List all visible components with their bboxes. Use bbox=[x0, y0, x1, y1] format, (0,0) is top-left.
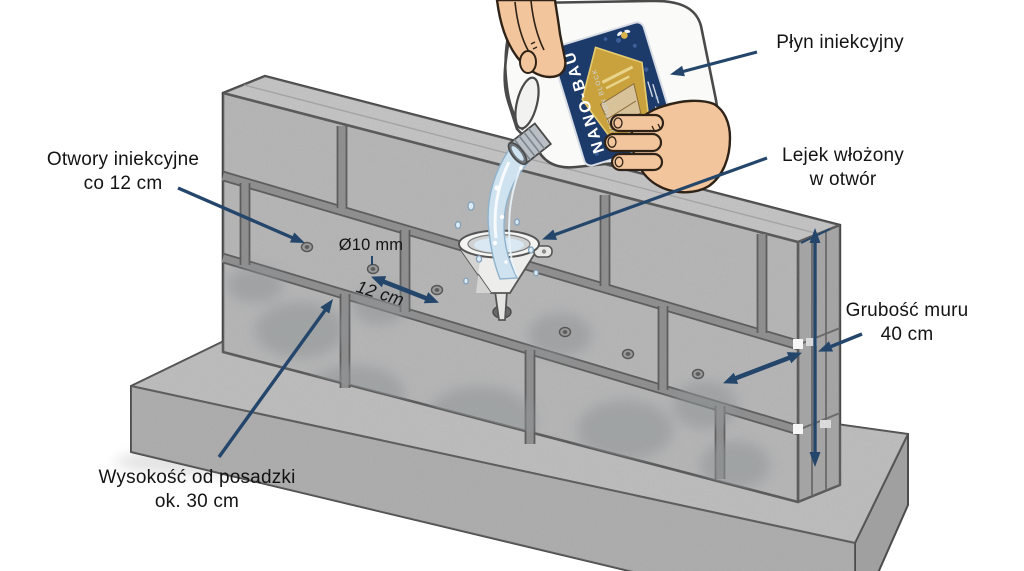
finger bbox=[610, 152, 664, 172]
stream-highlight bbox=[493, 161, 511, 239]
label-hole-diameter: Ø10 mm bbox=[331, 235, 411, 256]
arrow-grubosc bbox=[818, 332, 863, 352]
canister-spout bbox=[507, 122, 553, 166]
label-grubosc: Grubość muru 40 cm bbox=[828, 299, 986, 347]
label-grubosc-line1: Grubość muru bbox=[845, 300, 969, 321]
wall-height-dimension-line bbox=[800, 228, 831, 467]
label-wysokosc-line1: Wysokość od posadzki bbox=[98, 467, 296, 488]
finger-line bbox=[514, 1, 530, 53]
injection-hole bbox=[430, 284, 444, 296]
injection-hole bbox=[366, 263, 380, 275]
emblem-text-bar bbox=[601, 65, 634, 84]
finger bbox=[609, 113, 665, 133]
supporting-hand-bottom bbox=[603, 99, 732, 194]
label-wysokosc: Wysokość od posadzki ok. 30 cm bbox=[86, 466, 308, 514]
injection-hole bbox=[300, 241, 314, 253]
front-edge-notch bbox=[793, 424, 803, 434]
label-otwory: Otwory iniekcyjne co 12 cm bbox=[28, 148, 218, 196]
funnel-cone-shade bbox=[461, 250, 491, 293]
label-diameter-text: Ø10 mm bbox=[338, 236, 404, 254]
funnel-tab-hole bbox=[541, 249, 547, 254]
injection-hole bbox=[691, 368, 705, 380]
label-bee-logo bbox=[617, 29, 631, 39]
label-plyn-iniekcyjny: Płyn iniekcyjny bbox=[760, 31, 920, 55]
label-lejek: Lejek włożony w otwór bbox=[764, 144, 922, 192]
arrow-wysokosc bbox=[217, 299, 333, 458]
fingernail bbox=[607, 136, 617, 148]
finger bbox=[603, 132, 663, 153]
annotations bbox=[177, 50, 863, 467]
hand-shape bbox=[495, 0, 567, 79]
stream-highlight bbox=[508, 159, 525, 276]
fingernail bbox=[614, 156, 624, 168]
fingernail bbox=[613, 117, 623, 129]
injection-hole bbox=[621, 348, 635, 360]
front-edge-notch bbox=[793, 339, 803, 349]
fingertip bbox=[519, 50, 537, 74]
liquid-stream bbox=[454, 139, 541, 285]
label-grubosc-line2: 40 cm bbox=[880, 323, 934, 345]
canister-handle-hole bbox=[514, 76, 540, 130]
knuckle-marks bbox=[651, 123, 662, 133]
injection-hole bbox=[558, 326, 572, 338]
label-lejek-line1: Lejek włożony bbox=[782, 145, 904, 166]
slab-end-face bbox=[854, 433, 909, 571]
label-lejek-line2: w otwór bbox=[809, 168, 877, 190]
pouring-hand-top bbox=[495, 0, 567, 79]
stream-bubbles bbox=[492, 166, 523, 264]
arrow-spacing-12cm bbox=[371, 276, 439, 304]
label-otwory-line1: Otwory iniekcyjne bbox=[46, 149, 200, 170]
label-wysokosc-line2: ok. 30 cm bbox=[154, 490, 240, 512]
arrow-plyn-leader bbox=[670, 50, 758, 77]
arrow-lejek-leader bbox=[542, 156, 768, 240]
label-plyn-text: Płyn iniekcyjny bbox=[776, 32, 904, 53]
knuckle-marks bbox=[530, 41, 538, 50]
arrow-otwory bbox=[177, 186, 305, 243]
emblem-text-bar bbox=[605, 75, 630, 90]
stream-body bbox=[487, 139, 541, 280]
splash-droplets bbox=[454, 201, 539, 285]
arrow-wall-thickness bbox=[723, 352, 802, 384]
finger-line bbox=[530, 0, 545, 51]
label-otwory-line2: co 12 cm bbox=[83, 172, 163, 194]
